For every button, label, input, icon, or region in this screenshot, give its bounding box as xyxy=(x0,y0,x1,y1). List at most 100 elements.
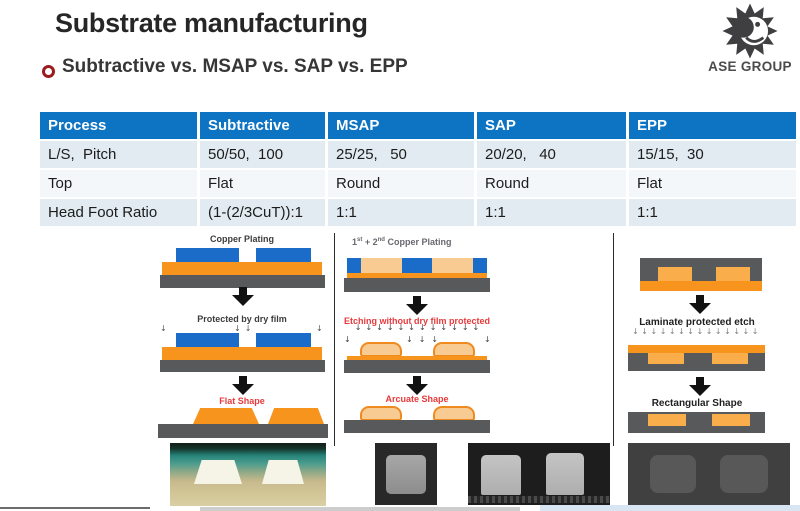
laminate-layer xyxy=(640,258,762,281)
table-cell: 1:1 xyxy=(328,199,474,226)
subtractive-step1-label: Copper Plating xyxy=(209,234,274,244)
substrate-layer xyxy=(160,360,325,372)
label-text: Copper Plating xyxy=(384,237,452,247)
column-divider xyxy=(334,233,335,446)
label-sup: st xyxy=(357,237,363,243)
row-label: Head Foot Ratio xyxy=(40,199,197,226)
subtractive-micrograph xyxy=(170,443,326,506)
dry-film-layer xyxy=(256,248,311,262)
header-cell-sap: SAP xyxy=(477,112,626,139)
copper-trace-rounded xyxy=(433,406,475,421)
subtractive-result-label: Flat Shape xyxy=(219,396,265,406)
etch-arrow-row-icon: ↓↓↓↓↓↓↓↓↓↓↓↓ xyxy=(354,323,484,332)
dry-film-block xyxy=(347,258,361,273)
copper-trace-photo-shape xyxy=(650,455,696,493)
epp-result-label: Rectangular Shape xyxy=(651,398,743,409)
label-text: 1 xyxy=(352,237,358,247)
msap-result-label: Arcuate Shape xyxy=(385,394,449,404)
down-arrow-icon xyxy=(232,376,254,395)
down-arrow-icon xyxy=(232,287,254,306)
label-sup: nd xyxy=(377,237,385,243)
seed-copper-layer xyxy=(347,356,487,360)
copper-layer xyxy=(162,347,322,360)
row-label: L/S, Pitch xyxy=(40,141,197,168)
table-cell: 1:1 xyxy=(629,199,796,226)
embedded-copper xyxy=(712,414,750,426)
substrate-layer xyxy=(344,360,490,373)
dry-film-layer xyxy=(176,248,239,262)
header-cell-subtractive: Subtractive xyxy=(200,112,325,139)
copper-trace-trapezoid xyxy=(268,408,324,424)
logo-text: ASE GROUP xyxy=(708,59,792,74)
footer-line-gray xyxy=(200,507,520,511)
substrate-layer xyxy=(344,278,490,292)
table-cell: Flat xyxy=(200,170,325,197)
etch-arrow-row-icon: ↓↓↓↓↓↓↓↓↓↓↓↓↓↓ xyxy=(632,327,761,336)
copper-trace-photo-shape xyxy=(481,455,521,495)
footer-line-dark xyxy=(0,507,150,509)
epp-sem-image xyxy=(628,443,790,505)
down-arrow-icon xyxy=(689,377,711,396)
header-cell-epp: EPP xyxy=(629,112,796,139)
etch-arrow-icon: ↓ xyxy=(484,335,495,344)
copper-trace-photo-shape xyxy=(194,460,242,484)
copper-trace-photo-shape xyxy=(546,453,584,495)
copper-trace-photo-shape xyxy=(386,455,426,494)
sap-sem-image xyxy=(468,443,610,505)
embedded-copper xyxy=(648,414,686,426)
table-cell: 20/20, 40 xyxy=(477,141,626,168)
dry-film-layer xyxy=(176,333,239,347)
column-divider xyxy=(613,233,614,446)
substrate-layer xyxy=(160,275,325,288)
embedded-copper xyxy=(716,267,750,281)
substrate-layer xyxy=(158,424,328,438)
subtitle-text: Subtractive vs. MSAP vs. SAP vs. EPP xyxy=(62,56,408,77)
embedded-copper xyxy=(658,267,692,281)
copper-trace-photo-shape xyxy=(720,455,768,493)
msap-step2-label: Etching without dry film protected xyxy=(344,316,490,326)
copper-trace-rounded xyxy=(360,406,402,421)
down-arrow-icon xyxy=(689,295,711,314)
etch-arrow-icon: ↓ xyxy=(344,335,355,344)
subtractive-step2-label: Protected by dry film xyxy=(197,314,287,324)
etch-arrow-icon: ↓↓↓ xyxy=(406,335,445,344)
label-text: + 2 xyxy=(362,237,378,247)
copper-trace-rounded xyxy=(360,342,402,357)
second-copper-layer xyxy=(347,258,487,273)
copper-layer xyxy=(162,262,322,275)
bullet-icon xyxy=(42,65,55,78)
msap-step1-label: 1st + 2nd Copper Plating xyxy=(352,237,512,247)
copper-trace-trapezoid xyxy=(193,408,259,424)
substrate-layer xyxy=(344,420,490,433)
footer-line-blue xyxy=(540,505,800,511)
embedded-copper xyxy=(712,353,748,364)
table-cell: Round xyxy=(328,170,474,197)
table-cell: (1-(2/3CuT)):1 xyxy=(200,199,325,226)
down-arrow-icon xyxy=(406,376,428,395)
table-cell: 1:1 xyxy=(477,199,626,226)
copper-trace-photo-shape xyxy=(262,460,304,484)
copper-layer xyxy=(628,345,765,353)
copper-layer xyxy=(640,281,762,291)
etch-arrow-icon: ↓ xyxy=(316,324,327,333)
table-cell: 15/15, 30 xyxy=(629,141,796,168)
dry-film-block xyxy=(402,258,432,273)
copper-trace-rounded xyxy=(433,342,475,357)
header-cell-process: Process xyxy=(40,112,197,139)
row-label: Top xyxy=(40,170,197,197)
ase-sun-face-logo-icon xyxy=(722,3,778,59)
process-comparison-table: Process Subtractive MSAP SAP EPP L/S, Pi… xyxy=(40,112,796,226)
table-cell: Round xyxy=(477,170,626,197)
dry-film-layer xyxy=(256,333,311,347)
laminate-layer xyxy=(628,353,765,371)
page-title: Substrate manufacturing xyxy=(55,8,368,38)
substrate-texture xyxy=(468,496,610,503)
dry-film-block xyxy=(473,258,487,273)
embedded-copper xyxy=(648,353,684,364)
table-cell: Flat xyxy=(629,170,796,197)
etch-arrow-icon: ↓↓ xyxy=(234,324,256,333)
down-arrow-icon xyxy=(406,296,428,315)
epp-step2-label: Laminate protected etch xyxy=(639,317,755,328)
msap-sem-image xyxy=(375,443,437,505)
